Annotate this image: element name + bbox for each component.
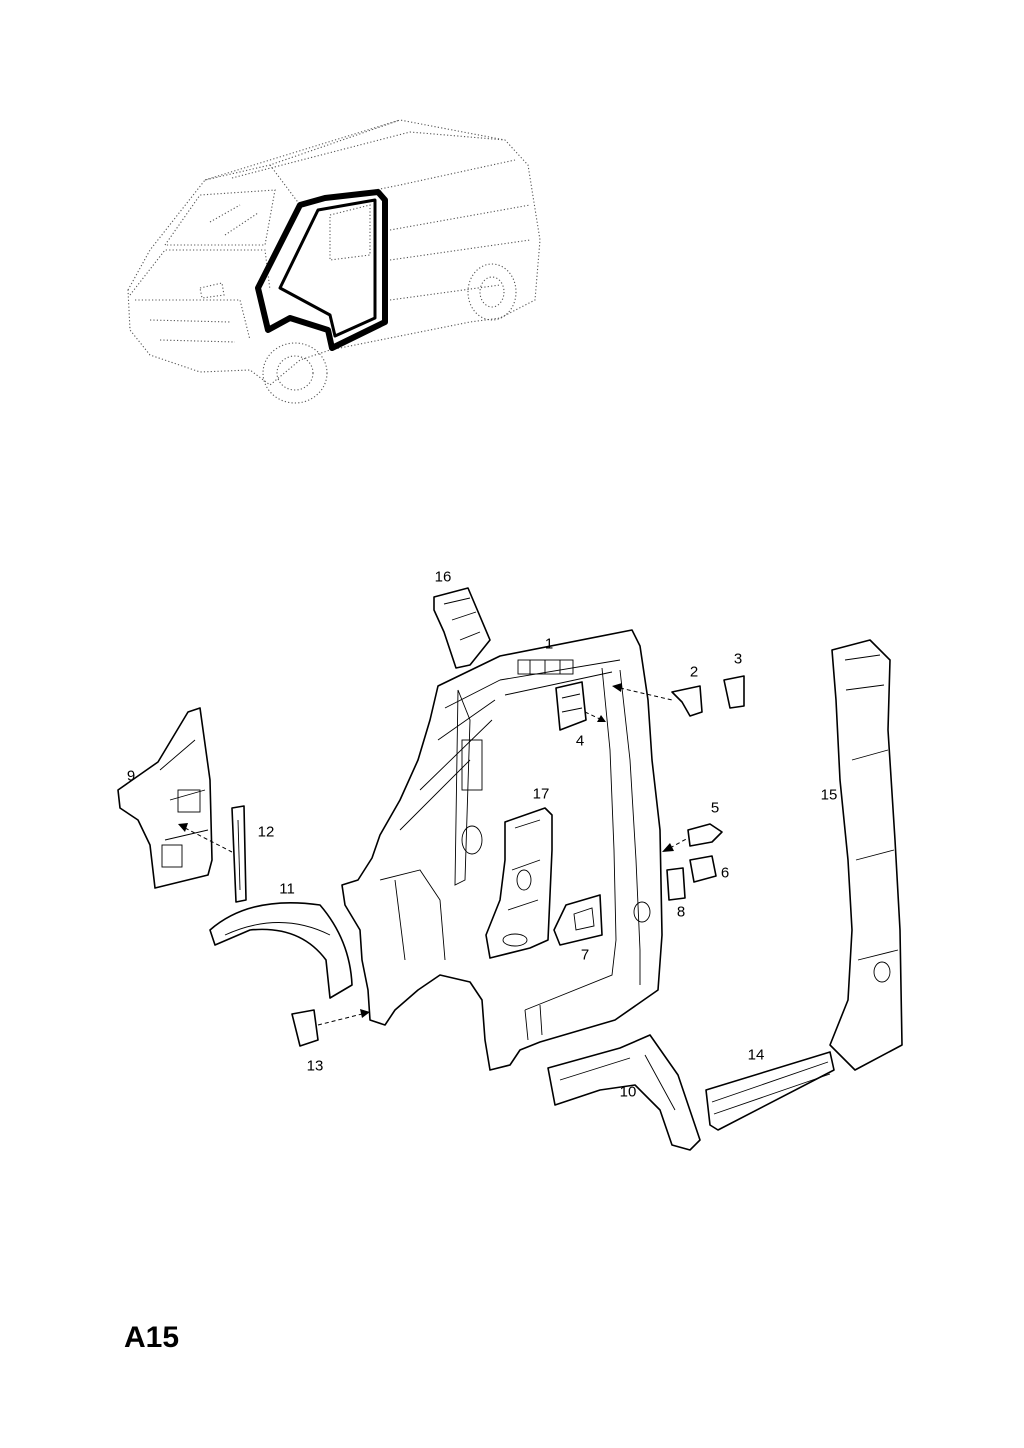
part-8-plate bbox=[666, 867, 686, 901]
part-10-rear-wheel-arch bbox=[547, 1034, 701, 1151]
callout-16: 16 bbox=[434, 568, 452, 586]
part-12-strip bbox=[231, 805, 247, 903]
part-2-bracket bbox=[671, 685, 703, 717]
callout-12: 12 bbox=[257, 823, 275, 841]
callout-7: 7 bbox=[580, 946, 590, 964]
callout-15: 15 bbox=[820, 786, 838, 804]
part-15-b-pillar-outer bbox=[829, 639, 903, 1071]
callout-6: 6 bbox=[720, 864, 730, 882]
callout-14: 14 bbox=[747, 1046, 765, 1064]
part-14-sill bbox=[705, 1051, 835, 1131]
callout-1: 1 bbox=[544, 635, 554, 653]
part-1-side-frame bbox=[341, 629, 663, 1071]
callout-9: 9 bbox=[126, 767, 136, 785]
part-6-hinge-lower bbox=[689, 855, 717, 883]
callout-13: 13 bbox=[306, 1057, 324, 1075]
part-16-a-pillar-upper bbox=[433, 587, 491, 669]
assembly-arrows bbox=[178, 683, 689, 1026]
part-13-small-bracket bbox=[291, 1009, 319, 1047]
page-code-label: A15 bbox=[124, 1321, 180, 1354]
callout-3: 3 bbox=[733, 650, 743, 668]
callout-2: 2 bbox=[689, 663, 699, 681]
callout-8: 8 bbox=[676, 903, 686, 921]
van-overview bbox=[127, 119, 541, 404]
callout-17: 17 bbox=[532, 785, 550, 803]
part-5-hinge bbox=[687, 823, 723, 847]
part-9-inner-panel bbox=[117, 707, 213, 889]
callout-11: 11 bbox=[279, 880, 295, 898]
highlighted-door-frame bbox=[255, 189, 388, 351]
part-7-bracket bbox=[553, 894, 603, 946]
part-3-bracket bbox=[723, 675, 745, 709]
part-17-b-pillar-reinforcement bbox=[485, 807, 553, 959]
part-11-front-wheel-arch bbox=[209, 902, 353, 999]
callout-5: 5 bbox=[710, 799, 720, 817]
callout-4: 4 bbox=[575, 732, 585, 750]
part-4-gusset bbox=[555, 681, 587, 731]
callout-10: 10 bbox=[619, 1083, 637, 1101]
